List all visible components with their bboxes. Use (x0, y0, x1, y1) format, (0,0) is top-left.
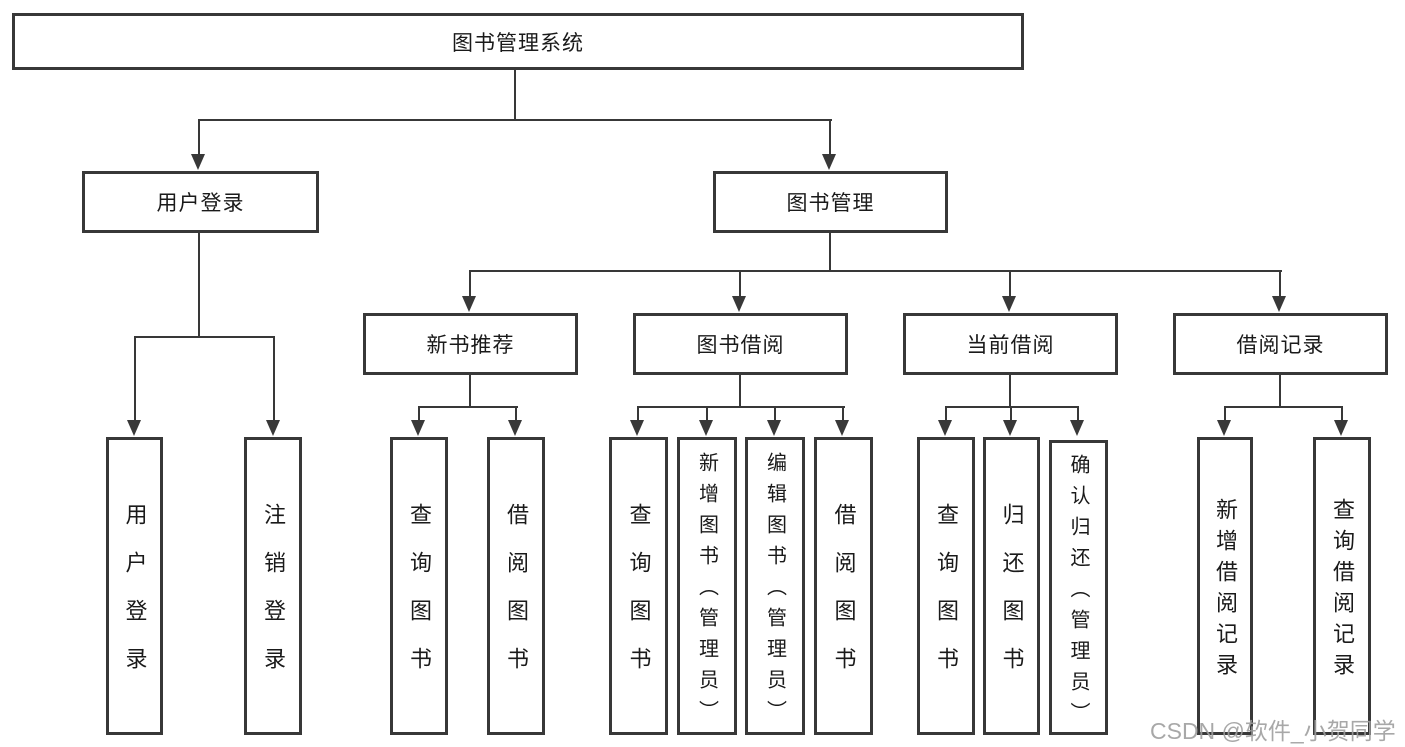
connector-line (1224, 406, 1343, 408)
leaf-edit-books-admin: 编辑图书（管理员） (745, 437, 805, 735)
connector-line (1009, 270, 1011, 297)
leaf-label: 新增借阅记录 (1213, 497, 1238, 684)
connector-line (1279, 270, 1281, 297)
leaf-label: 确认归还（管理员） (1067, 453, 1089, 733)
arrowhead-down-icon (411, 420, 425, 436)
arrowhead-down-icon (938, 420, 952, 436)
node-label: 图书管理 (786, 192, 875, 215)
node-label: 图书借阅 (696, 334, 785, 357)
arrowhead-down-icon (127, 420, 141, 436)
leaf-query-borrow-record: 查询借阅记录 (1313, 437, 1371, 735)
arrowhead-down-icon (767, 420, 781, 436)
connector-line (134, 336, 136, 421)
arrowhead-down-icon (1334, 420, 1348, 436)
connector-line (1341, 406, 1343, 421)
node-user-login: 用户登录 (82, 171, 319, 233)
connector-line (198, 233, 200, 337)
arrowhead-down-icon (1002, 296, 1016, 312)
connector-line (945, 406, 947, 421)
connector-line (842, 406, 844, 421)
arrowhead-down-icon (462, 296, 476, 312)
connector-line (829, 119, 831, 155)
leaf-label: 编辑图书（管理员） (763, 452, 786, 731)
connector-line (418, 406, 420, 421)
node-book-management: 图书管理 (713, 171, 948, 233)
leaf-return-books: 归还图书 (983, 437, 1040, 735)
node-borrowing-records: 借阅记录 (1173, 313, 1388, 375)
connector-line (1224, 406, 1226, 421)
leaf-label: 用户登录 (122, 503, 148, 695)
connector-line (637, 406, 639, 421)
node-label: 借阅记录 (1236, 334, 1325, 357)
leaf-add-borrow-record: 新增借阅记录 (1197, 437, 1253, 735)
leaf-borrow-books-2: 借阅图书 (814, 437, 873, 735)
connector-line (739, 270, 741, 297)
connector-line (706, 406, 708, 421)
connector-line (1279, 375, 1281, 408)
arrowhead-down-icon (630, 420, 644, 436)
node-book-borrowing: 图书借阅 (633, 313, 848, 375)
connector-line (418, 406, 518, 408)
node-label: 新书推荐 (426, 334, 515, 357)
connector-line (469, 270, 471, 297)
leaf-label: 查询借阅记录 (1330, 497, 1355, 684)
connector-line (829, 233, 831, 271)
leaf-label: 查询图书 (626, 503, 652, 695)
arrowhead-down-icon (266, 420, 280, 436)
leaf-label: 注销登录 (261, 503, 286, 695)
leaf-label: 借阅图书 (504, 503, 529, 695)
leaf-logout: 注销登录 (244, 437, 302, 735)
arrowhead-down-icon (1003, 420, 1017, 436)
leaf-label: 新增图书（管理员） (695, 452, 718, 731)
connector-line (198, 119, 832, 121)
connector-line (1009, 375, 1011, 408)
arrowhead-down-icon (699, 420, 713, 436)
connector-line (198, 119, 200, 155)
watermark: CSDN @软件_小贺同学 (1150, 718, 1396, 744)
node-new-book-recommendation: 新书推荐 (363, 313, 578, 375)
leaf-label: 查询图书 (934, 503, 959, 695)
connector-line (515, 406, 517, 421)
node-current-borrowing: 当前借阅 (903, 313, 1118, 375)
leaf-query-books-3: 查询图书 (917, 437, 975, 735)
connector-line (1010, 406, 1012, 421)
leaf-label: 查询图书 (407, 503, 432, 695)
leaf-query-books-2: 查询图书 (609, 437, 668, 735)
connector-line (774, 406, 776, 421)
arrowhead-down-icon (732, 296, 746, 312)
leaf-borrow-books-1: 借阅图书 (487, 437, 545, 735)
connector-line (514, 70, 516, 120)
arrowhead-down-icon (835, 420, 849, 436)
leaf-add-books-admin: 新增图书（管理员） (677, 437, 737, 735)
connector-line (945, 406, 1079, 408)
connector-line (739, 375, 741, 408)
connector-line (134, 336, 275, 338)
arrowhead-down-icon (1070, 420, 1084, 436)
connector-line (469, 375, 471, 408)
node-label: 用户登录 (156, 192, 245, 215)
arrowhead-down-icon (508, 420, 522, 436)
connector-line (1077, 406, 1079, 421)
leaf-query-books-1: 查询图书 (390, 437, 448, 735)
arrowhead-down-icon (191, 154, 205, 170)
arrowhead-down-icon (822, 154, 836, 170)
connector-line (273, 336, 275, 421)
leaf-user-login: 用户登录 (106, 437, 163, 735)
connector-line (469, 270, 1282, 272)
connector-line (637, 406, 845, 408)
node-label: 图书管理系统 (452, 31, 584, 55)
leaf-confirm-return-admin: 确认归还（管理员） (1049, 440, 1108, 735)
leaf-label: 归还图书 (999, 503, 1025, 695)
arrowhead-down-icon (1272, 296, 1286, 312)
node-library-management-system: 图书管理系统 (12, 13, 1024, 70)
arrowhead-down-icon (1217, 420, 1231, 436)
node-label: 当前借阅 (966, 334, 1055, 357)
leaf-label: 借阅图书 (831, 503, 857, 695)
